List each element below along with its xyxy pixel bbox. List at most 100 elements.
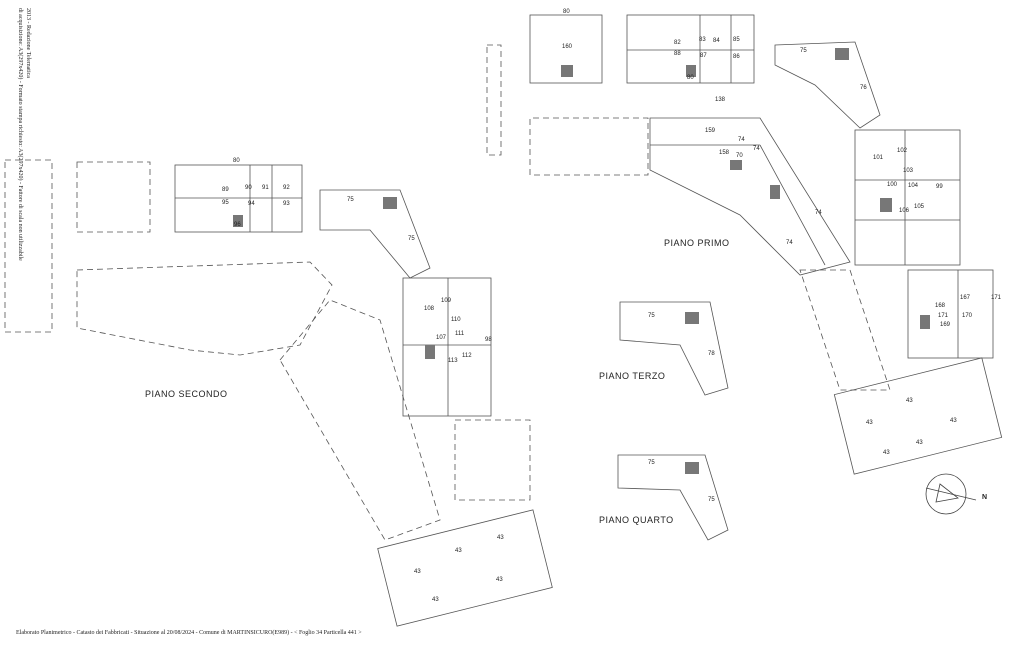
dashed-corridor-primo [799, 269, 891, 391]
dashed-ramp-secondo [279, 299, 441, 541]
unit-number: 158 [719, 150, 730, 156]
unit-number: 103 [903, 168, 914, 174]
block-82-88 [626, 14, 755, 84]
unit-number: 92 [283, 185, 290, 191]
unit-number: 95 [222, 200, 229, 206]
block-89-96 [174, 164, 303, 233]
unit-number: 102 [897, 148, 908, 154]
unit-number: 159 [705, 128, 716, 134]
unit-number: 43 [950, 418, 957, 424]
side-text: 2013 - Redazione Telematica [25, 8, 31, 78]
unit-number: 109 [441, 298, 452, 304]
unit-number: 169 [940, 322, 951, 328]
footer-caption: Elaborato Planimetrico - Catasto dei Fab… [16, 630, 362, 636]
dashed-corridor-secondo [76, 261, 333, 356]
unit-number: 43 [866, 420, 873, 426]
unit-number: 98 [485, 337, 492, 343]
unit-number: 74 [786, 240, 793, 246]
unit-number: 74 [753, 146, 760, 152]
unit-number: 105 [914, 204, 925, 210]
block-43-primo [833, 357, 1003, 475]
unit-number: 168 [935, 303, 946, 309]
unit-number: 43 [916, 440, 923, 446]
unit-number: 70 [736, 153, 743, 159]
unit-number: 75 [708, 497, 715, 503]
unit-number: 84 [713, 38, 720, 44]
unit-number: 113 [448, 358, 458, 364]
block-75-secondo [319, 189, 431, 279]
unit-number: 112 [462, 353, 472, 359]
dashed-block-top [486, 44, 502, 156]
label-piano-secondo: PIANO SECONDO [145, 389, 228, 399]
unit-number: 75 [347, 197, 354, 203]
unit-number: 43 [496, 577, 503, 583]
unit-number: 101 [873, 155, 884, 161]
unit-number: 104 [908, 183, 919, 189]
unit-number: 90 [245, 185, 252, 191]
block-167-171 [907, 269, 994, 359]
block-107-113 [402, 277, 492, 417]
unit-number: 43 [432, 597, 439, 603]
unit-number: 75 [648, 313, 655, 319]
label-piano-primo: PIANO PRIMO [664, 238, 730, 248]
unit-number: 93 [283, 201, 290, 207]
dashed-block-left [76, 161, 151, 233]
unit-number: 100 [887, 182, 898, 188]
block-74-primo [649, 117, 851, 276]
dashed-block-center [454, 419, 531, 501]
dashed-block-far-left [4, 159, 53, 333]
block-75-78-terzo [619, 301, 729, 396]
label-piano-quarto: PIANO QUARTO [599, 515, 674, 525]
unit-number: 106 [899, 208, 910, 214]
unit-number: 80 [687, 75, 694, 81]
unit-number: 91 [262, 185, 269, 191]
unit-number: 43 [497, 535, 504, 541]
unit-number: 138 [715, 97, 726, 103]
unit-number: 167 [960, 295, 971, 301]
unit-number: 96 [234, 222, 241, 228]
unit-number: 75 [648, 460, 655, 466]
unit-number: 74 [815, 210, 822, 216]
unit-number: 43 [906, 398, 913, 404]
unit-number: 78 [708, 351, 715, 357]
block-75-quarto [617, 454, 729, 541]
unit-number: 74 [738, 137, 745, 143]
unit-number: 80 [233, 158, 240, 164]
dashed-outlines [4, 44, 891, 541]
unit-number: 43 [455, 548, 462, 554]
unit-number: 160 [562, 44, 573, 50]
unit-number: 89 [222, 187, 229, 193]
unit-number: 108 [424, 306, 435, 312]
unit-number: 99 [936, 184, 943, 190]
unit-number: 75 [408, 236, 415, 242]
unit-number: 75 [800, 48, 807, 54]
unit-number: 86 [733, 54, 740, 60]
unit-number: 85 [733, 37, 740, 43]
unit-number: 87 [700, 53, 707, 59]
unit-number: 110 [451, 317, 461, 323]
unit-number: 76 [860, 85, 867, 91]
unit-number: 94 [248, 201, 255, 207]
unit-number: 107 [436, 335, 447, 341]
unit-number: 83 [699, 37, 706, 43]
unit-number: 43 [883, 450, 890, 456]
block-43-secondo [377, 509, 553, 627]
dashed-block-primo [529, 117, 649, 176]
unit-number: 88 [674, 51, 681, 57]
compass-rose [925, 473, 977, 515]
block-99-106 [854, 129, 961, 266]
unit-number: 170 [962, 313, 973, 319]
unit-number: 43 [414, 569, 421, 575]
unit-number: 80 [563, 9, 570, 15]
block-160 [529, 14, 603, 84]
side-text-2: di acquisizione: A3(297x420) - Formato s… [17, 8, 23, 261]
unit-number: 171 [991, 295, 1002, 301]
compass-north-label: N [982, 494, 988, 501]
unit-number: 82 [674, 40, 681, 46]
unit-number: 171 [938, 313, 949, 319]
label-piano-terzo: PIANO TERZO [599, 371, 666, 381]
block-75-76-primo [774, 41, 881, 129]
stair-markers [233, 48, 930, 474]
unit-number: 111 [455, 331, 465, 337]
